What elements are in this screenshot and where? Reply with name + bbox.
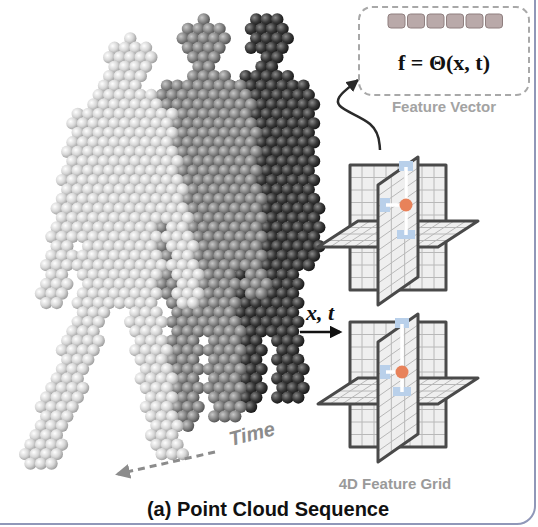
query-arrow — [300, 331, 340, 334]
feature-cell — [388, 14, 405, 28]
grid-line — [378, 358, 418, 386]
point-sphere — [255, 287, 267, 299]
grid-line — [391, 176, 392, 296]
triplane-grid — [318, 314, 478, 462]
grid-line — [404, 323, 405, 443]
query-label: x, t — [303, 300, 337, 326]
query-point — [400, 199, 413, 212]
point-cloud-figure-front — [19, 32, 205, 470]
point-cloud-figure-middle — [140, 13, 273, 432]
plane-fill — [378, 314, 418, 462]
point-sphere — [292, 391, 304, 403]
point-sphere — [45, 457, 57, 469]
point-sphere — [255, 287, 267, 299]
grid-line — [378, 222, 418, 250]
point-sphere — [187, 297, 199, 309]
grid-line — [378, 379, 418, 407]
point-sphere — [187, 297, 199, 309]
grid-line — [378, 244, 418, 272]
point-sphere — [51, 297, 63, 309]
point-sphere — [229, 410, 241, 422]
grid-plane — [378, 314, 418, 462]
point-sphere — [303, 259, 315, 271]
feature-vector-box: f = Θ(x, t)Feature Vector — [358, 6, 530, 96]
grid-line — [378, 190, 418, 218]
grid-line — [378, 212, 418, 240]
figure-caption: (a) Point Cloud Sequence — [147, 498, 389, 521]
plane-fill — [378, 157, 418, 305]
feature-cell — [427, 14, 444, 28]
grid-line — [378, 401, 418, 429]
formula-text: f = Θ(x, t) — [398, 50, 490, 76]
plane-outline — [378, 314, 418, 462]
plane-outline — [378, 157, 418, 305]
node-heading: 4D Feature Grid — [339, 475, 452, 492]
node-heading: Feature Vector — [392, 98, 496, 115]
feature-cells — [388, 14, 503, 28]
triplane-grid — [318, 157, 478, 305]
point-cloud-figure-back — [208, 13, 325, 413]
projection-line — [400, 324, 404, 372]
time-arrow — [118, 452, 215, 474]
grid-line — [378, 412, 418, 440]
grid-line — [378, 336, 418, 364]
feature-cell — [408, 14, 425, 28]
curved-arrow — [338, 80, 380, 150]
feature-cell — [447, 14, 464, 28]
query-point — [396, 366, 409, 379]
feature-cell — [466, 14, 483, 28]
grid-line — [378, 255, 418, 283]
grid-line — [391, 333, 392, 453]
feature-cell — [486, 14, 503, 28]
grid-plane — [378, 157, 418, 305]
grid-line — [404, 166, 405, 286]
